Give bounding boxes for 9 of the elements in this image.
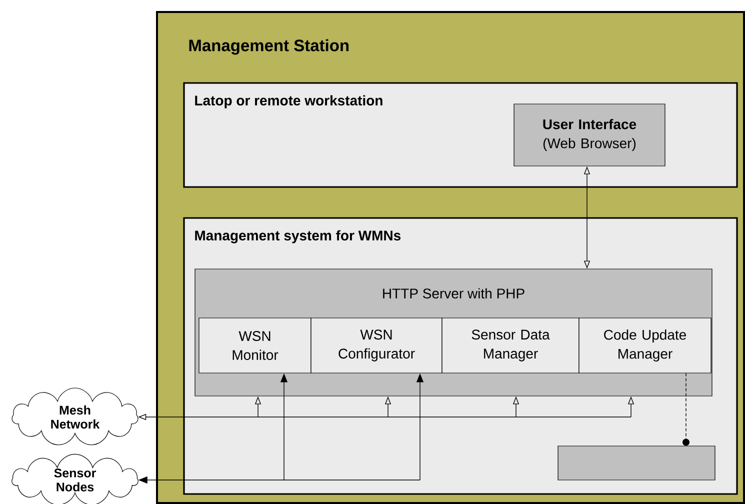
network-cloud: Sensor Nodes — [12, 454, 138, 504]
connector — [682, 372, 690, 446]
interface-box: User Interface (Web Browser) — [514, 104, 666, 166]
module-box: Sensor Data Manager — [442, 318, 580, 374]
module-box: WSN Configurator — [310, 318, 442, 374]
module-box: WSN Monitor — [198, 318, 312, 374]
network-cloud: Mesh Network — [12, 388, 138, 446]
process-box — [558, 446, 716, 480]
module-box: Code Update Manager — [578, 318, 712, 374]
